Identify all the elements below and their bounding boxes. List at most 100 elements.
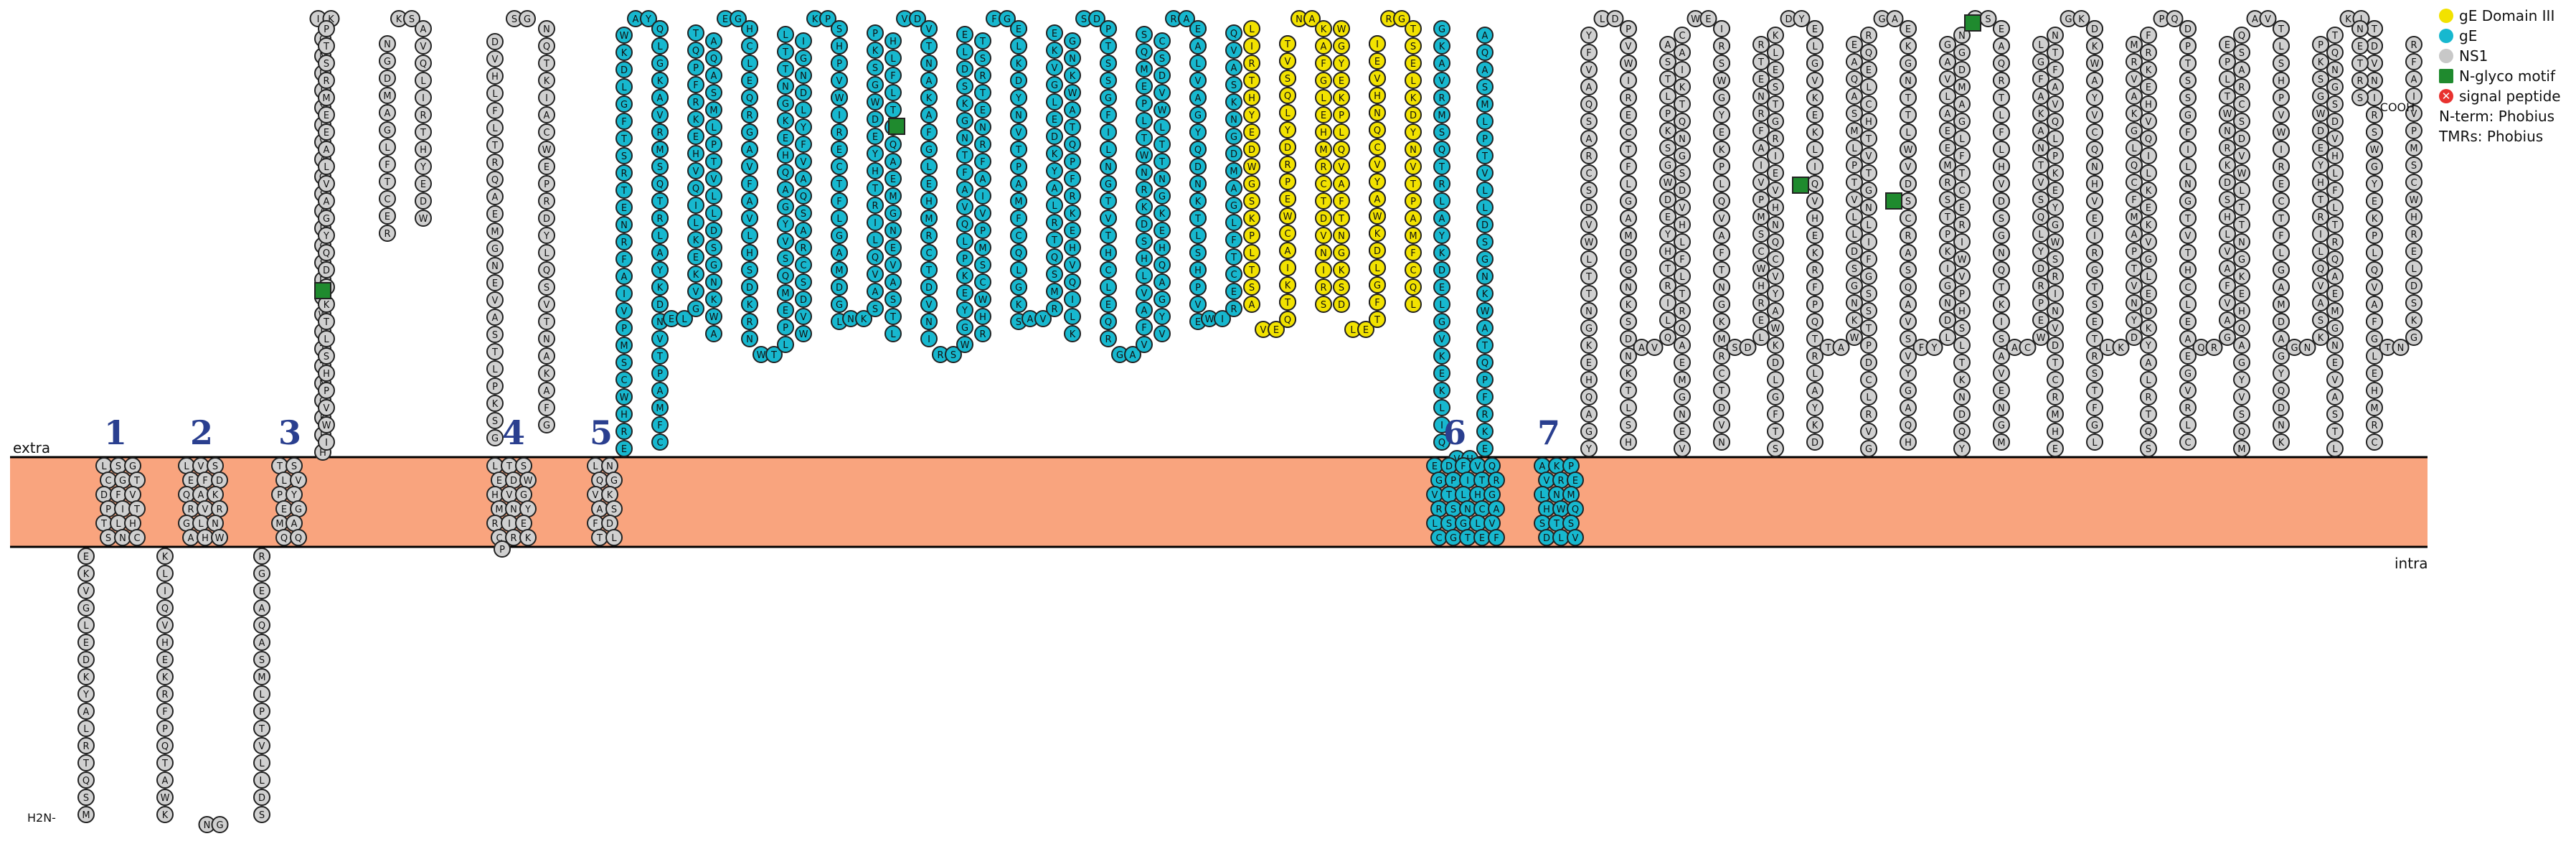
residue: M — [319, 90, 334, 105]
svg-text:L: L — [1231, 218, 1237, 229]
residue: R — [975, 326, 991, 342]
residue: R — [1244, 55, 1260, 71]
svg-text:T: T — [133, 476, 140, 487]
residue: D — [2313, 123, 2329, 139]
residue: E — [319, 107, 334, 123]
residue: D — [1136, 216, 1152, 232]
residue: D — [1846, 243, 1862, 259]
svg-text:Q: Q — [1664, 333, 1671, 344]
svg-text:R: R — [1905, 231, 1911, 242]
residue: C — [2087, 124, 2103, 140]
svg-text:V: V — [1586, 220, 1593, 231]
residue: Q — [1047, 249, 1062, 265]
residue: V — [2327, 372, 2343, 388]
svg-text:T: T — [1664, 75, 1671, 85]
residue: A — [193, 487, 209, 502]
residue: L — [1456, 487, 1471, 502]
residue: A — [2219, 312, 2235, 328]
residue: Y — [778, 216, 793, 232]
svg-text:E: E — [1572, 476, 1578, 487]
residue: M — [778, 285, 793, 301]
residue: A — [1011, 176, 1027, 192]
svg-text:D: D — [1015, 76, 1022, 87]
svg-text:I: I — [1466, 476, 1469, 487]
svg-text:F: F — [890, 71, 895, 82]
svg-text:S: S — [1141, 237, 1147, 248]
residue: L — [1753, 329, 1769, 345]
residue: G — [706, 257, 722, 273]
svg-text:A: A — [83, 707, 90, 718]
legend-item-tmrs: TMRs: Phobius — [2439, 126, 2561, 146]
svg-text:A: A — [801, 226, 807, 237]
residue: A — [2141, 355, 2156, 370]
residue: M — [1940, 157, 1955, 173]
svg-text:I: I — [1867, 238, 1870, 248]
residue: I — [115, 501, 131, 517]
residue: P — [2047, 148, 2063, 164]
residue: L — [706, 205, 722, 221]
residue: D — [1620, 245, 1636, 261]
residue: R — [1807, 262, 1823, 278]
residue: K — [2219, 157, 2235, 173]
residue: L — [616, 79, 632, 95]
svg-text:L: L — [1410, 76, 1416, 87]
residue: A — [742, 193, 758, 209]
svg-text:C: C — [1105, 266, 1111, 276]
svg-text:S: S — [1231, 80, 1237, 91]
residue: Y — [2234, 372, 2250, 388]
svg-text:G: G — [1718, 93, 1725, 104]
svg-text:G: G — [1374, 281, 1381, 291]
svg-text:G: G — [1811, 59, 1818, 70]
residue: E — [1994, 383, 2009, 398]
residue: G — [1334, 245, 1349, 261]
residue: W — [957, 337, 973, 352]
svg-text:I: I — [1221, 314, 1224, 325]
residue: Q — [1581, 96, 1597, 112]
svg-text:G: G — [491, 244, 499, 255]
svg-text:W: W — [835, 93, 844, 104]
residue: K — [1280, 277, 1296, 293]
svg-text:L: L — [611, 533, 617, 544]
residue: C — [1954, 182, 1970, 198]
residue: F — [1861, 251, 1877, 267]
residue: E — [1100, 296, 1116, 312]
svg-text:L: L — [101, 461, 107, 472]
residue: H — [688, 146, 704, 161]
svg-text:R: R — [1811, 266, 1818, 276]
residue: A — [1477, 62, 1493, 78]
residue: H — [1190, 262, 1206, 278]
svg-text:Q: Q — [1488, 461, 1496, 472]
svg-text:L: L — [890, 329, 896, 340]
residue: S — [2234, 406, 2250, 422]
svg-text:V: V — [1374, 160, 1381, 171]
residue: T — [1581, 268, 1597, 284]
svg-text:R: R — [82, 741, 89, 752]
residue: A — [652, 245, 668, 261]
svg-text:A: A — [1905, 300, 1912, 311]
svg-text:L: L — [115, 519, 121, 530]
svg-text:S: S — [801, 209, 806, 220]
residue: C — [742, 38, 758, 54]
svg-text:K: K — [544, 76, 550, 87]
domain3-swatch-icon — [2439, 9, 2453, 23]
svg-text:T: T — [925, 266, 932, 276]
svg-text:T: T — [710, 157, 717, 168]
svg-text:F: F — [1231, 235, 1236, 246]
residue: K — [157, 669, 173, 685]
svg-text:K: K — [783, 116, 789, 127]
residue: D — [1369, 243, 1385, 258]
svg-text:E: E — [1905, 24, 1911, 35]
svg-text:L: L — [693, 218, 699, 229]
svg-text:H: H — [979, 312, 986, 323]
svg-text:Q: Q — [1905, 283, 1912, 294]
svg-text:I: I — [1250, 42, 1253, 52]
svg-text:G: G — [1679, 151, 1686, 162]
residue: G — [1100, 90, 1116, 105]
residue: S — [100, 530, 116, 545]
residue: P — [1954, 286, 1970, 301]
residue: G — [1620, 262, 1636, 278]
residue: E — [2141, 286, 2156, 301]
svg-text:V: V — [1374, 74, 1381, 85]
svg-text:L: L — [1905, 128, 1911, 139]
